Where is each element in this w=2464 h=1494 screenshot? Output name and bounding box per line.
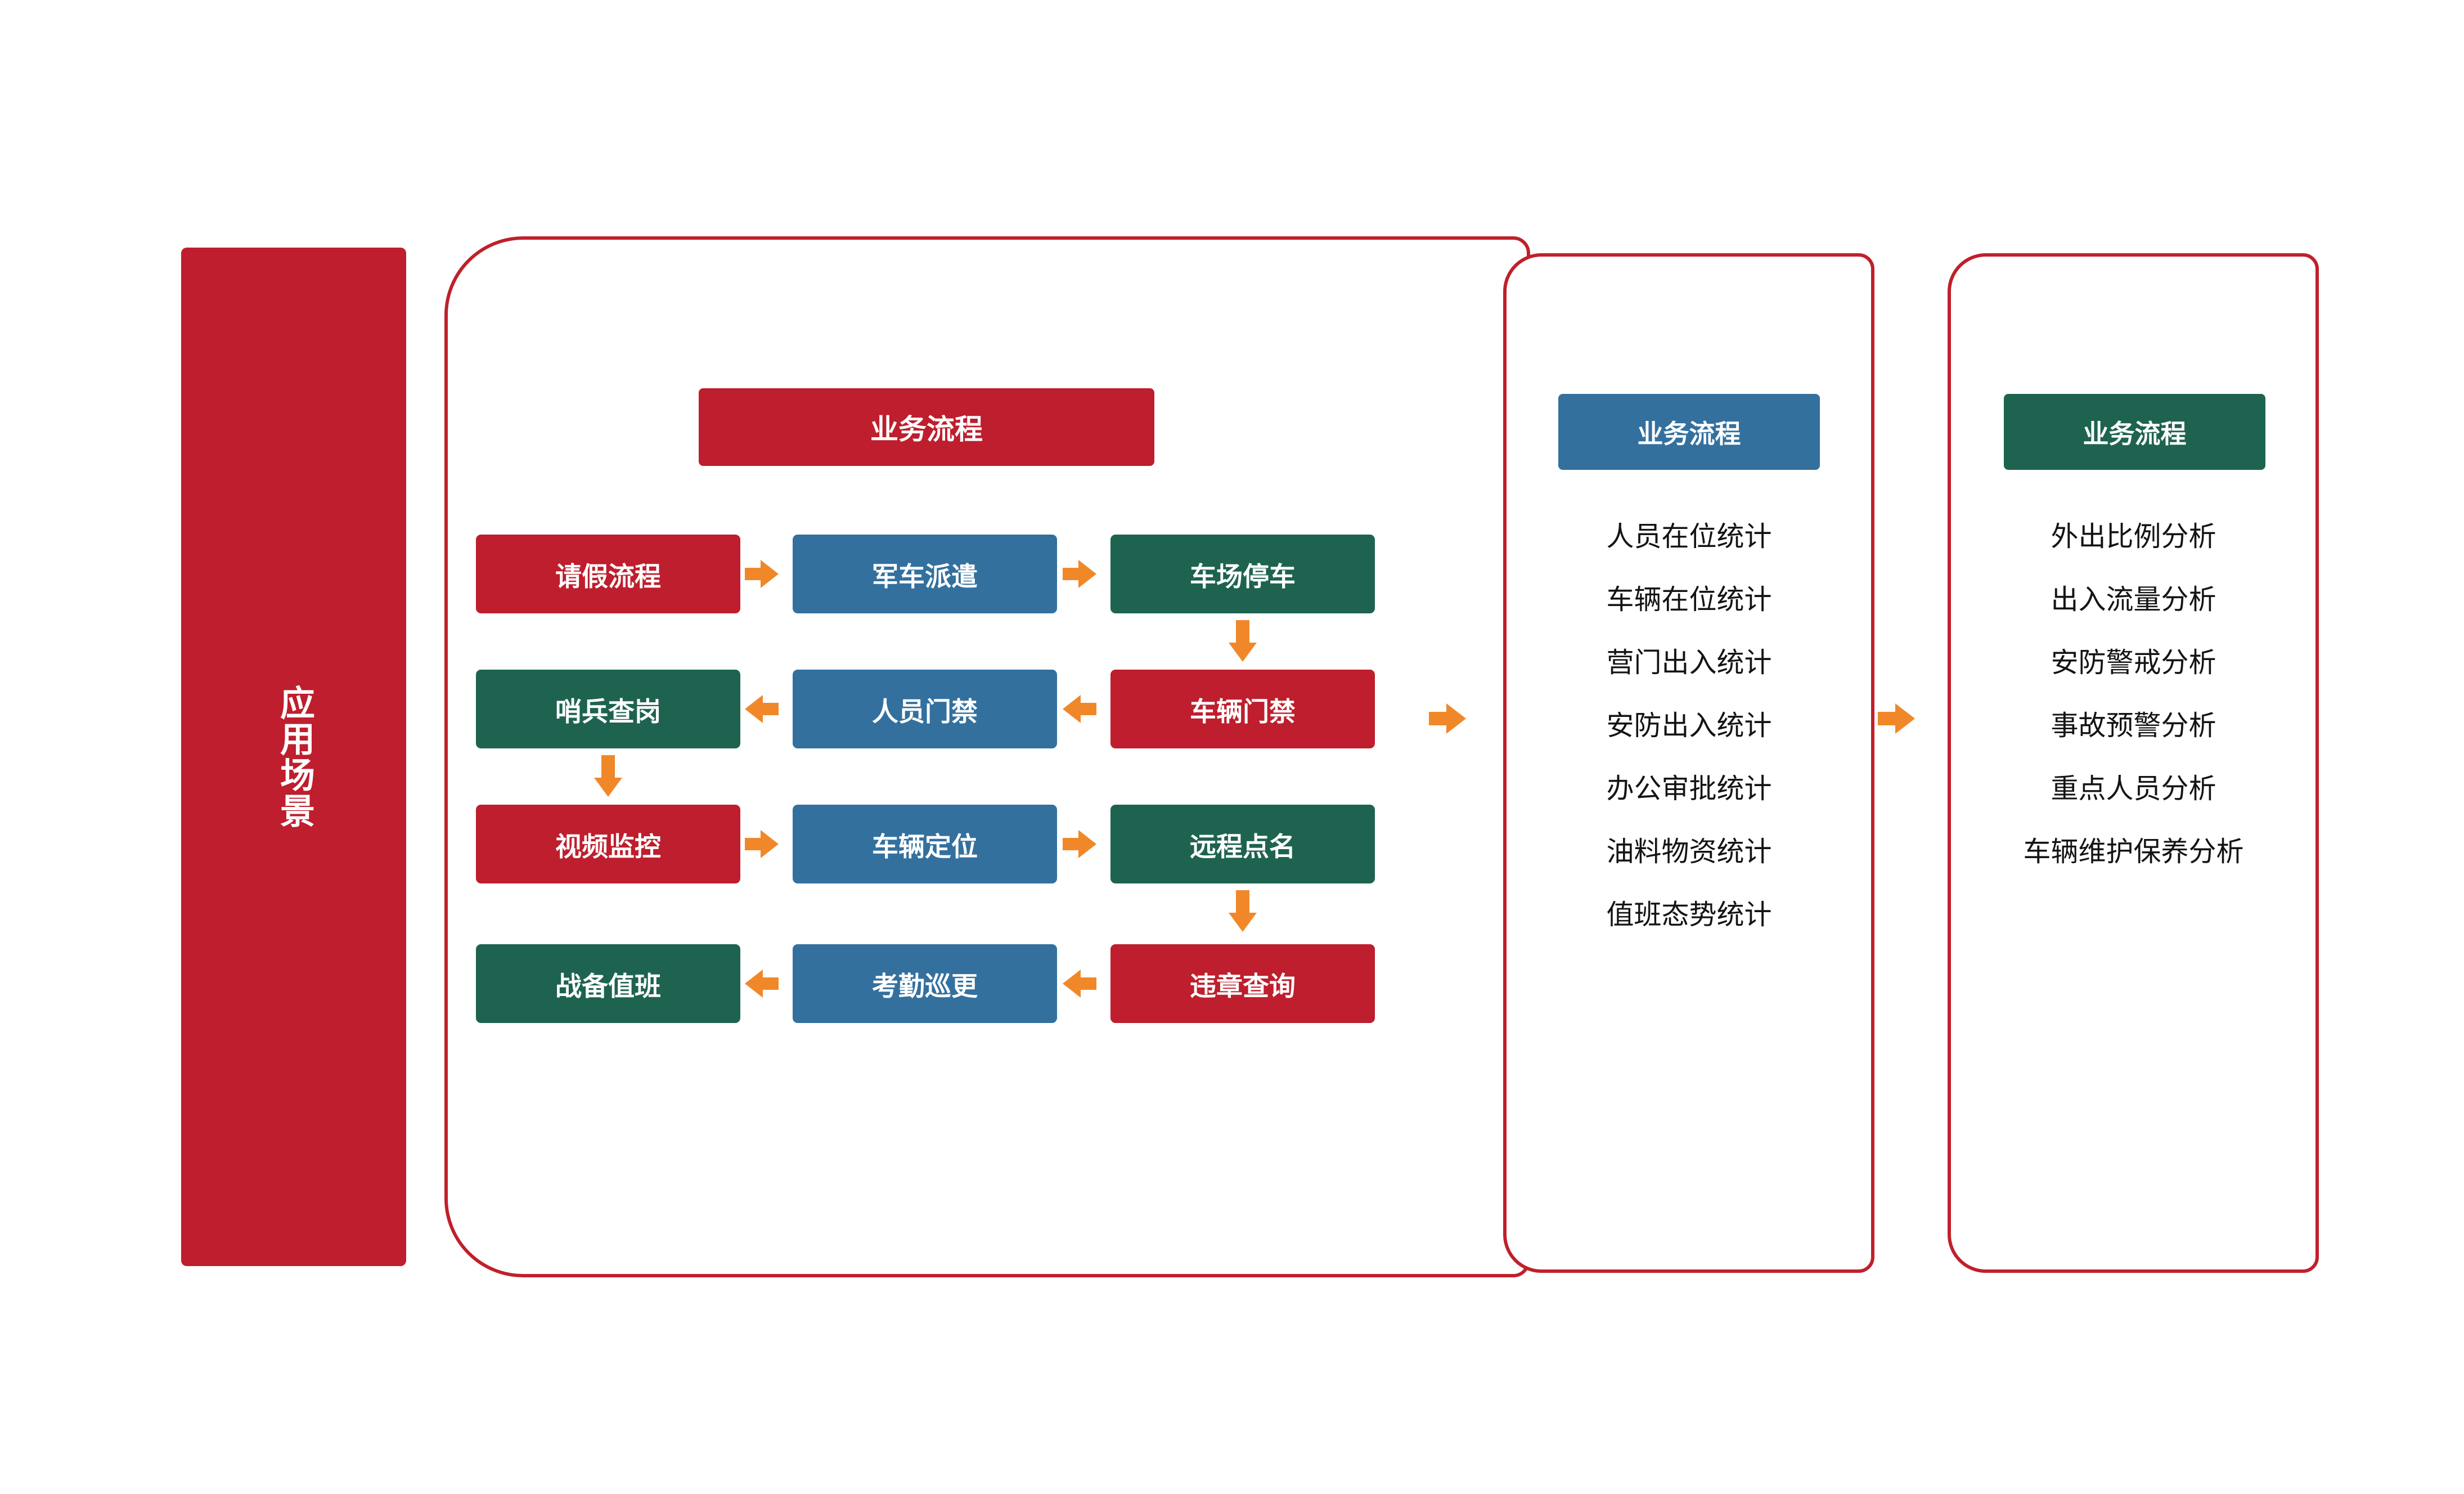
statistics-header: 业务流程 [1558, 394, 1820, 470]
list-item[interactable]: 重点人员分析 [2051, 774, 2216, 804]
list-item[interactable]: 出入流量分析 [2051, 585, 2216, 615]
business-flow-grid: 请假流程 军车派遣 车场停车 哨兵查岗 人员门禁 车辆门禁 [476, 535, 1387, 1030]
list-item[interactable]: 营门出入统计 [1606, 648, 1772, 678]
arrow-left-icon [745, 968, 779, 999]
flow-row: 哨兵查岗 人员门禁 车辆门禁 [476, 670, 1387, 748]
flow-row: 战备值班 考勤巡更 违章查询 [476, 944, 1387, 1023]
flow-card-video-monitoring[interactable]: 视频监控 [476, 805, 740, 883]
list-item[interactable]: 事故预警分析 [2051, 711, 2216, 741]
list-item[interactable]: 车辆维护保养分析 [2023, 837, 2244, 867]
arrow-right-icon [1063, 829, 1096, 859]
list-item[interactable]: 油料物资统计 [1606, 837, 1772, 867]
arrow-right-icon [745, 829, 779, 859]
list-item[interactable]: 车辆在位统计 [1606, 585, 1772, 615]
flow-card-violation-query[interactable]: 违章查询 [1110, 944, 1375, 1023]
flow-card-remote-rollcall[interactable]: 远程点名 [1110, 805, 1375, 883]
arrow-down-icon [593, 755, 623, 797]
arrow-right-icon [1429, 702, 1466, 735]
business-flow-header: 业务流程 [699, 388, 1154, 466]
arrow-down-icon [1227, 620, 1258, 662]
arrow-left-icon [745, 694, 779, 724]
list-item[interactable]: 值班态势统计 [1606, 900, 1772, 930]
flow-card-military-dispatch[interactable]: 军车派遣 [793, 535, 1057, 613]
arrow-right-icon [745, 559, 779, 589]
flow-card-vehicle-location[interactable]: 车辆定位 [793, 805, 1057, 883]
flow-card-parking[interactable]: 车场停车 [1110, 535, 1375, 613]
flow-card-sentry-check[interactable]: 哨兵查岗 [476, 670, 740, 748]
list-item[interactable]: 安防出入统计 [1606, 711, 1772, 741]
application-scenario-banner: 应用场景 [181, 248, 406, 1266]
list-item[interactable]: 安防警戒分析 [2051, 648, 2216, 678]
flow-row: 视频监控 车辆定位 远程点名 [476, 805, 1387, 883]
flow-card-combat-duty[interactable]: 战备值班 [476, 944, 740, 1023]
analysis-header: 业务流程 [2004, 394, 2265, 470]
flow-card-vehicle-gate[interactable]: 车辆门禁 [1110, 670, 1375, 748]
flow-card-personnel-gate[interactable]: 人员门禁 [793, 670, 1057, 748]
list-item[interactable]: 外出比例分析 [2051, 522, 2216, 552]
analysis-list: 外出比例分析 出入流量分析 安防警戒分析 事故预警分析 重点人员分析 车辆维护保… [1958, 523, 2309, 901]
flow-card-leave-process[interactable]: 请假流程 [476, 535, 740, 613]
arrow-left-icon [1063, 968, 1096, 999]
application-scenario-label: 应用场景 [275, 685, 314, 829]
arrow-left-icon [1063, 694, 1096, 724]
arrow-right-icon [1063, 559, 1096, 589]
statistics-list: 人员在位统计 车辆在位统计 营门出入统计 安防出入统计 办公审批统计 油料物资统… [1513, 523, 1865, 964]
list-item[interactable]: 人员在位统计 [1606, 522, 1772, 552]
arrow-right-icon [1878, 702, 1915, 735]
list-item[interactable]: 办公审批统计 [1606, 774, 1772, 804]
flow-card-attendance-patrol[interactable]: 考勤巡更 [793, 944, 1057, 1023]
flow-row: 请假流程 军车派遣 车场停车 [476, 535, 1387, 613]
arrow-down-icon [1227, 890, 1258, 932]
